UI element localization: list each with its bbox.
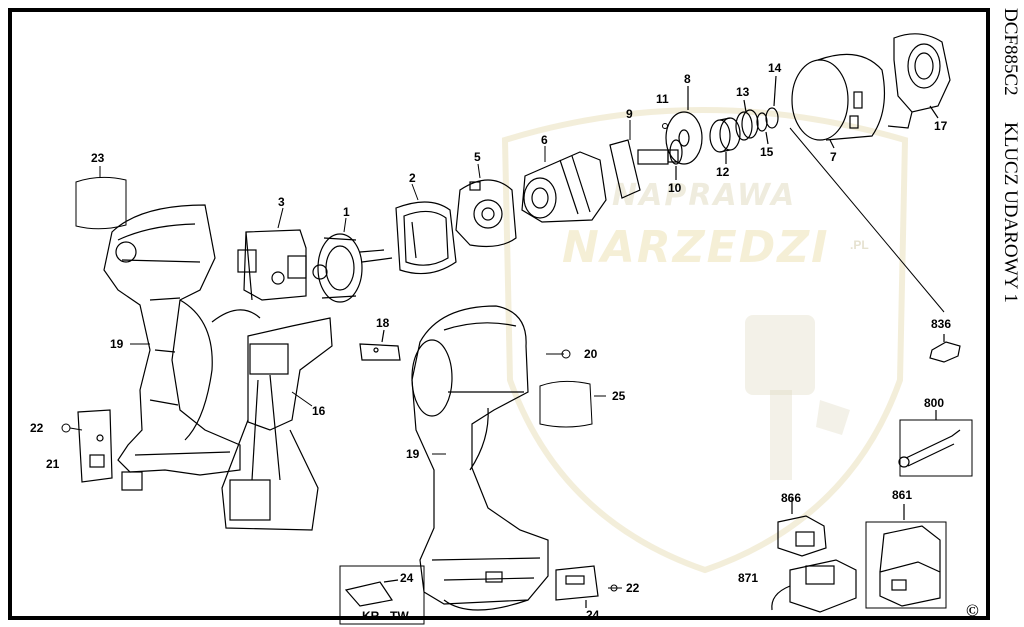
label-21: 21 [46,457,60,471]
label-25: 25 [612,389,626,403]
label-17: 17 [934,119,948,133]
label-7: 7 [830,150,837,164]
part-13-bearing [735,99,759,141]
part-16-trigger-switch [211,309,333,531]
part-15-oring [756,112,769,145]
label-861: 861 [892,488,913,502]
label-866: 866 [781,491,802,505]
part-18-direction-switch [359,329,401,361]
model-code: DCF885C2 [1000,8,1021,96]
part-871-charger [771,559,857,613]
label-13: 13 [736,85,750,99]
part-22-screw-left [61,423,83,433]
part-25-label-sticker [539,380,606,428]
part-24-battery-latch [555,565,599,608]
label-800: 800 [924,396,945,410]
label-14: 14 [768,61,782,75]
label-12: 12 [716,165,730,179]
inset-kr-tw-box [339,565,425,625]
part-17-collar [887,33,951,129]
part-22-screw-right [608,584,622,592]
page-title: KLUCZ UDAROWY 1 [1000,122,1021,304]
label-22-left: 22 [30,421,44,435]
label-6: 6 [541,133,548,147]
part-14-oring [765,75,779,129]
part-12-bushing [709,117,741,164]
leader-836 [789,127,945,313]
part-3-brush-holder [237,229,307,301]
watermark-line2: NARZEDZI [562,222,830,273]
part-836-hanger [929,334,961,363]
label-19-right: 19 [406,447,420,461]
label-8: 8 [684,72,691,86]
copyright-mark: © [966,601,979,620]
part-1-rotor [312,233,393,303]
watermark-tools-icon [745,315,850,480]
part-800-box [899,419,973,477]
label-24-inset: 24 [400,571,414,585]
label-18: 18 [376,316,390,330]
label-19-left: 19 [110,337,124,351]
side-title: DCF885C2 KLUCZ UDAROWY 1 [1000,8,1021,620]
label-5: 5 [474,150,481,164]
label-2: 2 [409,171,416,185]
part-20-screw [546,349,571,359]
part-23-label-sticker [75,166,127,230]
part-2-stator [395,201,457,275]
label-16: 16 [312,404,326,418]
label-kr-tw: KR - TW [362,609,409,623]
label-871: 871 [738,571,759,585]
label-836: 836 [931,317,952,331]
part-9-anvil [609,139,679,199]
label-23: 23 [91,151,105,165]
part-800-cable-tool [898,410,961,468]
label-11: 11 [656,92,669,106]
part-24-battery-latch-inset [344,579,399,607]
part-861-carry-case [879,504,941,607]
part-7-gear-housing [791,53,886,149]
label-3: 3 [278,195,285,209]
part-5-bearing-plate [455,179,517,248]
label-20: 20 [584,347,598,361]
part-861-box [865,521,947,609]
watermark-line1: NAPRAWA [612,178,797,213]
watermark-shield [501,107,909,574]
part-19-right-housing [411,305,549,611]
label-9: 9 [626,107,633,121]
label-24: 24 [586,608,600,622]
part-11-ball [662,123,668,129]
diagram-frame [8,8,990,620]
label-15: 15 [760,145,774,159]
part-19-left-housing [103,204,241,491]
part-8-washer [665,86,703,165]
part-866-battery [777,498,827,557]
exploded-parts-diagram [61,33,973,625]
label-10: 10 [668,181,682,195]
part-6-hammer-mechanism [521,151,607,223]
part-21-belt-clip [77,409,113,483]
label-22-right: 22 [626,581,640,595]
part-10-ring [669,139,683,180]
watermark-suffix: .PL [850,238,869,252]
label-1: 1 [343,205,350,219]
